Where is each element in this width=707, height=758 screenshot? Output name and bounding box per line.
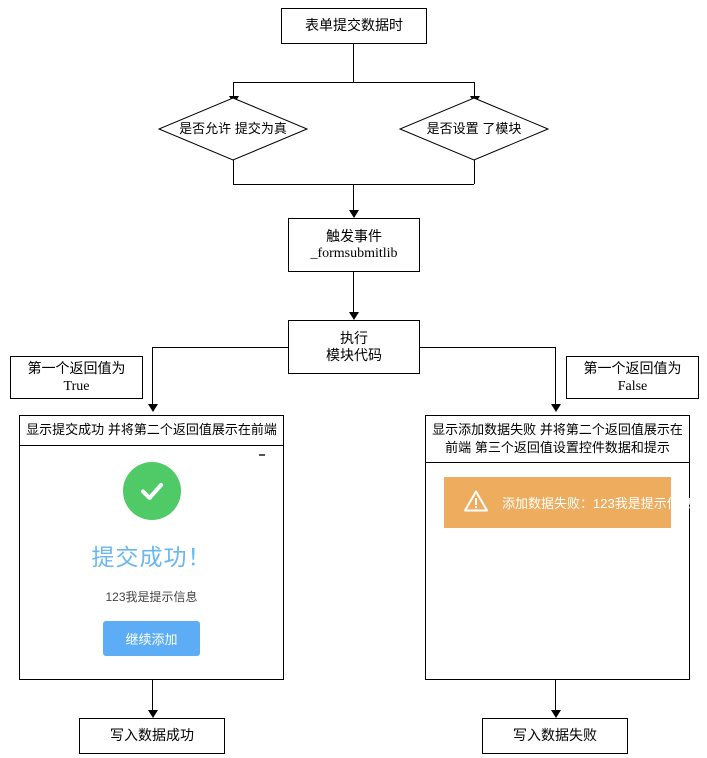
trigger-line1: 触发事件: [326, 227, 382, 244]
label-return-true: 第一个返回值为 True: [10, 356, 143, 399]
failure-panel-body: 添加数据失败：123我是提示信息: [426, 463, 693, 679]
decision-right-line2: 了模块: [482, 120, 522, 136]
error-alert-text: 添加数据失败：123我是提示信息: [502, 496, 693, 512]
trigger-line2: _formsubmitlib: [310, 246, 398, 261]
decision-left-line2: 提交为真: [234, 120, 287, 136]
success-message: 123我是提示信息: [105, 589, 198, 604]
connector-success-to-end: [152, 680, 153, 713]
arrow-to-end-success: [148, 710, 158, 718]
arrow-to-end-failure: [551, 710, 561, 718]
failure-head-line1: 显示添加数据失败: [432, 422, 537, 437]
label-true-line1: 第一个返回值为: [27, 360, 126, 376]
success-panel-header: 显示提交成功 并将第二个返回值展示在前端: [20, 416, 283, 446]
node-start-label: 表单提交数据时: [305, 17, 403, 34]
connector-start-down: [353, 44, 354, 82]
connector-split-left: [233, 82, 234, 97]
node-end-write-failure: 写入数据失败: [482, 718, 628, 754]
arrow-to-trigger: [349, 210, 359, 218]
node-decision-module-set: 是否设置 了模块: [399, 97, 549, 161]
label-true-line2: True: [63, 378, 90, 394]
node-start: 表单提交数据时: [281, 8, 427, 44]
failure-head-line2: 并将第二个返回值展示在前端: [445, 422, 683, 455]
connector-merge-down: [353, 184, 354, 211]
arrow-to-success-panel: [148, 404, 158, 412]
connector-exec-right-down: [555, 347, 556, 407]
execute-line2: 模块代码: [326, 347, 382, 363]
decision-left-line1: 是否允许: [179, 120, 232, 136]
arrow-to-execute: [349, 312, 359, 320]
connector-split-top: [233, 82, 474, 83]
failure-panel: 显示添加数据失败 并将第二个返回值展示在前端 第三个返回值设置控件数据和提示 添…: [425, 415, 693, 680]
arrow-to-failure-panel: [551, 404, 561, 412]
success-panel: 显示提交成功 并将第二个返回值展示在前端 提交成功！ 123我是提示信息 继续添…: [19, 415, 284, 680]
check-circle-icon: [122, 461, 181, 520]
continue-add-button[interactable]: 继续添加: [103, 620, 200, 656]
connector-trigger-to-exec: [353, 272, 354, 315]
decision-right-line1: 是否设置: [426, 120, 479, 136]
label-return-false: 第一个返回值为 False: [566, 356, 699, 399]
connector-merge-right: [474, 160, 475, 184]
success-panel-body: 提交成功！ 123我是提示信息 继续添加: [20, 446, 283, 679]
label-false-line1: 第一个返回值为: [583, 360, 682, 376]
success-head-line2: 并将第二个返回值展示在前端: [107, 422, 277, 437]
error-alert-banner: 添加数据失败：123我是提示信息: [444, 477, 693, 529]
end-success-label: 写入数据成功: [110, 727, 194, 744]
success-head-line1: 显示提交成功: [26, 422, 105, 437]
node-trigger-event: 触发事件 _formsubmitlib: [288, 218, 420, 272]
scrollbar-tick-mark: [259, 453, 265, 456]
label-false-line2: False: [617, 378, 648, 394]
node-end-write-success: 写入数据成功: [79, 718, 225, 754]
connector-failure-to-end: [555, 680, 556, 713]
warning-triangle-icon: [464, 490, 488, 515]
connector-exec-left-down: [152, 347, 153, 407]
connector-merge-left: [233, 160, 234, 184]
connector-exec-right: [420, 347, 555, 348]
failure-head-line3: 第三个返回值设置控件数据和提示: [474, 439, 670, 455]
node-execute-module-code: 执行 模块代码: [288, 320, 420, 374]
end-failure-label: 写入数据失败: [513, 727, 597, 744]
node-decision-allow-submit: 是否允许 提交为真: [158, 97, 308, 161]
execute-line1: 执行: [340, 329, 368, 346]
failure-panel-header: 显示添加数据失败 并将第二个返回值展示在前端 第三个返回值设置控件数据和提示: [426, 416, 689, 464]
connector-split-right: [474, 82, 475, 97]
connector-exec-left: [152, 347, 288, 348]
success-title: 提交成功！: [91, 543, 212, 570]
